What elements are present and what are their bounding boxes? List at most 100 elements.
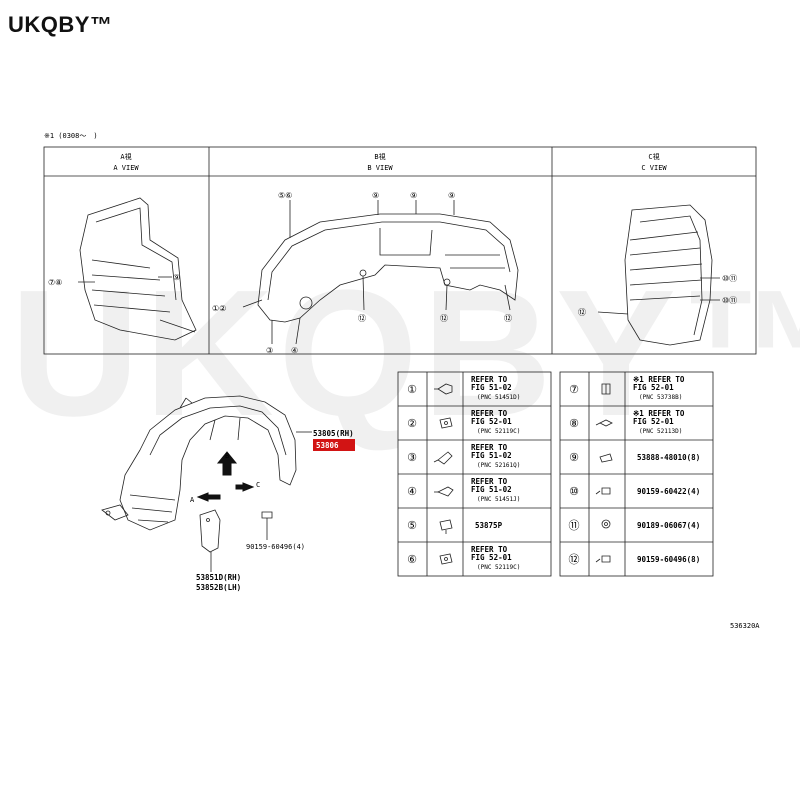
- view-b-title: B VIEW: [367, 164, 393, 172]
- bracket-part-lh: 53852B(LH): [196, 583, 241, 592]
- bolt-part-number: 90159-60496(4): [246, 543, 305, 551]
- right-table-row-5-part: 90189-06067(4): [637, 521, 700, 530]
- callout-b-12b: ⑫: [440, 314, 448, 323]
- clip-icon: [599, 453, 613, 463]
- callout-c-10-11a: ⑩⑪: [722, 274, 737, 283]
- view-c-title-cn: C視: [648, 152, 659, 161]
- right-table-row-3-number: ⑨: [569, 451, 579, 464]
- left-table-row-2-number: ②: [407, 417, 417, 430]
- right-table-row-6-number: ⑫: [569, 553, 580, 566]
- left-table-row-3-pnc: (PNC 52161Q): [477, 462, 520, 469]
- callout-b-3: ③: [266, 346, 273, 355]
- right-table-row-1-line-1: ※1 REFER TO: [633, 375, 685, 384]
- left-table-row-6-line-2: FIG 52-01: [471, 553, 512, 562]
- left-table-row-4-pnc: (PNC 51451J): [477, 496, 520, 503]
- left-table-row-6-line-1: REFER TO: [471, 545, 508, 554]
- clip-icon: [434, 383, 453, 395]
- view-a-title: A VIEW: [113, 164, 139, 172]
- bolt-icon: [595, 487, 611, 495]
- arrow-a-icon: [196, 492, 221, 502]
- right-table-row-6-part: 90159-60496(8): [637, 555, 700, 564]
- clip-icon: [439, 519, 453, 534]
- right-table-row-3-part: 53888-48010(8): [637, 453, 700, 462]
- callout-b-5-6: ⑤⑥: [278, 191, 292, 200]
- arrow-c-label: C: [256, 481, 260, 489]
- part-number-lh: 53806: [316, 441, 339, 450]
- callout-b-9b: ⑨: [410, 191, 417, 200]
- grommet-icon: [601, 383, 611, 395]
- clip-icon: [439, 553, 453, 565]
- view-arrows: [196, 451, 255, 502]
- arrow-b-label: B: [225, 452, 229, 460]
- part-number-lh-highlight: [313, 439, 355, 451]
- left-table-row-1-pnc: (PNC 51451D): [477, 394, 520, 401]
- view-c-title: C VIEW: [641, 164, 667, 172]
- part-number-rh: 53805(RH): [313, 429, 354, 438]
- table-part-icons: [433, 383, 613, 565]
- left-table-row-4-line-1: REFER TO: [471, 477, 508, 486]
- callout-c-10-11b: ⑩⑪: [722, 296, 737, 305]
- callout-b-4: ④: [291, 346, 298, 355]
- callout-c-12: ⑫: [578, 308, 586, 317]
- left-table-row-5-part: 53875P: [475, 521, 503, 530]
- bracket-drawing: [199, 509, 273, 572]
- left-table-row-5-number: ⑤: [407, 519, 417, 532]
- screw-icon: [595, 419, 613, 427]
- right-table-row-5-number: ⑪: [569, 519, 580, 532]
- left-table-row-6-pnc: (PNC 52119C): [477, 564, 520, 571]
- parts-table-right: [559, 371, 714, 577]
- view-a-title-cn: A視: [120, 152, 131, 161]
- left-table-row-2-line-2: FIG 52-01: [471, 417, 512, 426]
- right-table-row-2-number: ⑧: [569, 417, 579, 430]
- left-table-row-3-line-1: REFER TO: [471, 443, 508, 452]
- clip-icon: [439, 417, 453, 429]
- view-b-title-cn: B視: [374, 152, 385, 161]
- callout-a-9: ⑨: [173, 273, 180, 282]
- right-table-row-1-line-2: FIG 52-01: [633, 383, 674, 392]
- figure-code: 536320A: [730, 622, 760, 630]
- view-b-drawing: [242, 200, 519, 345]
- nut-icon: [601, 519, 611, 529]
- left-table-row-2-line-1: REFER TO: [471, 409, 508, 418]
- left-table-row-3-number: ③: [407, 451, 417, 464]
- right-table-row-2-line-1: ※1 REFER TO: [633, 409, 685, 418]
- left-table-row-2-pnc: (PNC 52119C): [477, 428, 520, 435]
- view-frame: [43, 146, 757, 355]
- left-table-row-1-number: ①: [407, 383, 417, 396]
- clip-icon: [433, 451, 453, 465]
- callout-b-12a: ⑫: [358, 314, 366, 323]
- callout-b-9c: ⑨: [448, 191, 455, 200]
- left-table-row-1-line-1: REFER TO: [471, 375, 508, 384]
- callout-a-7-8: ⑦⑧: [48, 278, 62, 287]
- view-a-drawing: [78, 197, 197, 341]
- parts-table-left: [397, 371, 552, 577]
- left-table-row-1-line-2: FIG 51-02: [471, 383, 512, 392]
- fender-liner-drawing: [101, 395, 312, 531]
- right-table-row-2-pnc: (PNC 52113D): [639, 428, 682, 435]
- applicability-note: ※1 (0308～ ): [44, 132, 98, 140]
- clip-icon: [434, 486, 454, 497]
- arrow-a-label: A: [190, 496, 195, 504]
- callout-b-12c: ⑫: [504, 314, 512, 323]
- arrow-c-icon: [235, 482, 255, 492]
- right-table-row-1-number: ⑦: [569, 383, 579, 396]
- left-table-row-4-line-2: FIG 51-02: [471, 485, 512, 494]
- callout-b-9a: ⑨: [372, 191, 379, 200]
- right-table-row-1-pnc: (PNC 53738B): [639, 394, 682, 401]
- arrow-b-icon: [216, 451, 238, 476]
- bolt-icon: [595, 555, 611, 563]
- right-table-row-4-number: ⑩: [569, 485, 579, 498]
- view-c-drawing: [597, 204, 720, 346]
- right-table-row-2-line-2: FIG 52-01: [633, 417, 674, 426]
- bracket-part-rh: 53851D(RH): [196, 573, 241, 582]
- brand-logo: UKQBY™: [8, 12, 113, 37]
- left-table-row-6-number: ⑥: [407, 553, 417, 566]
- callout-b-1-2: ①②: [212, 304, 226, 313]
- right-table-row-4-part: 90159-60422(4): [637, 487, 700, 496]
- left-table-row-3-line-2: FIG 51-02: [471, 451, 512, 460]
- view-headers: A視 A VIEW B視 B VIEW C視 C VIEW: [113, 152, 667, 172]
- left-table-row-4-number: ④: [407, 485, 417, 498]
